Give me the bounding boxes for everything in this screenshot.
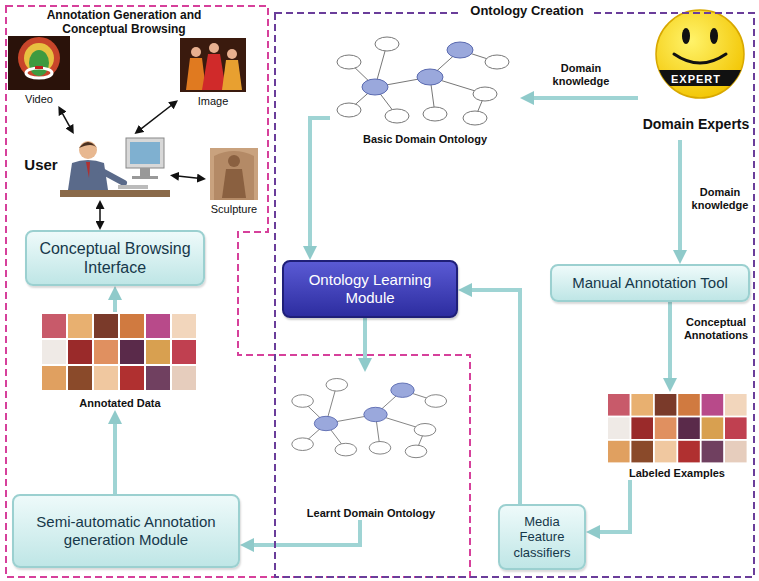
user-at-computer <box>130 142 160 164</box>
dashed-outline <box>275 13 754 577</box>
ontology-graph: Learnt Domain Ontology <box>288 372 454 520</box>
box-label: Ontology Learning Module <box>294 271 446 307</box>
process-box: Media Feature classifiers <box>498 504 586 570</box>
image-thumbnail <box>180 38 246 92</box>
user-at-computer <box>79 141 97 159</box>
sculpture-thumbnail <box>228 155 240 167</box>
image-thumbnail <box>191 47 201 57</box>
sculpture-thumbnail <box>210 148 258 200</box>
video-thumbnail <box>29 50 49 76</box>
connector-arrow <box>173 176 203 179</box>
connector-arrow <box>310 118 330 254</box>
connector-arrow <box>99 203 101 227</box>
box-label: Conceptual Browsing Interface <box>37 239 193 277</box>
media-thumbnail: Image <box>178 38 248 108</box>
video-thumbnail <box>26 68 52 78</box>
ontology-graph: Basic Domain Ontology <box>330 30 520 146</box>
media-thumbnail: Sculpture <box>206 148 262 216</box>
edge-label: Domain knowledge <box>688 186 752 212</box>
node-label: EXPERT <box>638 71 754 87</box>
node-label: Video <box>8 92 70 106</box>
smiley-expert-icon <box>682 28 690 44</box>
process-box: Conceptual Browsing Interface <box>25 230 205 286</box>
user-at-computer <box>100 170 124 183</box>
user-at-computer <box>60 190 170 197</box>
basic-ontology-graph <box>337 37 509 125</box>
region-outline: Ontology CreationBasic Domain OntologyEX… <box>274 12 755 578</box>
process-box: Ontology Learning Module <box>282 260 458 318</box>
user-at-computer <box>79 142 97 148</box>
image-collection: Annotated Data <box>40 312 200 410</box>
node-label: Sculpture <box>206 202 262 216</box>
node-label: Learnt Domain Ontology <box>288 506 454 520</box>
video-thumbnail <box>8 36 70 90</box>
connector-arrow <box>464 290 520 504</box>
box-label: Semi-automatic Annotation generation Mod… <box>20 513 232 549</box>
user-at-computer <box>126 138 164 168</box>
connector-arrow <box>592 480 630 532</box>
node-label: Image <box>178 94 248 108</box>
process-box: Manual Annotation Tool <box>550 264 750 302</box>
region-title: Annotation Generation and Conceptual Bro… <box>31 8 217 36</box>
media-thumbnail: Video <box>8 36 70 106</box>
box-label: Media Feature classifiers <box>504 514 580 561</box>
node-label: Basic Domain Ontology <box>330 132 520 146</box>
video-thumbnail <box>18 37 60 79</box>
expert-icon: EXPERT Domain Experts <box>638 14 754 140</box>
node-label: User <box>16 156 66 174</box>
smiley-expert-icon <box>674 54 726 63</box>
node-label: Annotated Data <box>40 396 200 410</box>
annotated-data-grid <box>42 314 196 390</box>
node-label: Domain Experts <box>638 116 754 132</box>
sculpture-thumbnail <box>214 151 254 200</box>
region-title: Ontology Creation <box>462 3 592 19</box>
connector-arrow <box>668 302 672 386</box>
image-collection: Labeled Examples <box>604 392 750 480</box>
sculpture-thumbnail <box>222 169 246 198</box>
process-box: Semi-automatic Annotation generation Mod… <box>12 494 240 568</box>
smiley-expert-icon <box>710 28 718 44</box>
image-thumbnail <box>202 54 226 90</box>
video-thumbnail <box>8 36 70 90</box>
image-thumbnail <box>180 38 246 92</box>
box-label: Manual Annotation Tool <box>572 274 728 292</box>
edge-label: Conceptual Annotations <box>680 316 752 342</box>
connector-arrow <box>678 140 682 258</box>
node-label: Labeled Examples <box>604 466 750 480</box>
user-at-computer <box>60 138 170 197</box>
connector-arrow <box>137 102 176 132</box>
connector-arrow <box>113 292 117 312</box>
image-thumbnail <box>222 60 242 90</box>
connector-arrow <box>526 96 638 100</box>
user-figure: User <box>14 134 170 200</box>
image-thumbnail <box>227 49 237 59</box>
user-at-computer <box>140 168 150 176</box>
connector-arrow <box>60 109 73 132</box>
sculpture-thumbnail <box>210 148 258 200</box>
user-at-computer <box>86 162 90 178</box>
user-at-computer <box>118 185 148 189</box>
dashed-outline <box>6 6 470 577</box>
edge-label: Domain knowledge <box>548 62 614 88</box>
image-thumbnail <box>209 43 219 53</box>
video-thumbnail <box>35 66 43 69</box>
labeled-examples-grid <box>608 394 747 462</box>
user-at-computer <box>68 160 108 190</box>
connector-arrow <box>246 520 360 545</box>
user-at-computer <box>132 176 158 179</box>
connector-arrow <box>363 318 367 366</box>
learnt-ontology-graph <box>292 379 447 458</box>
connector-arrow <box>113 416 117 494</box>
